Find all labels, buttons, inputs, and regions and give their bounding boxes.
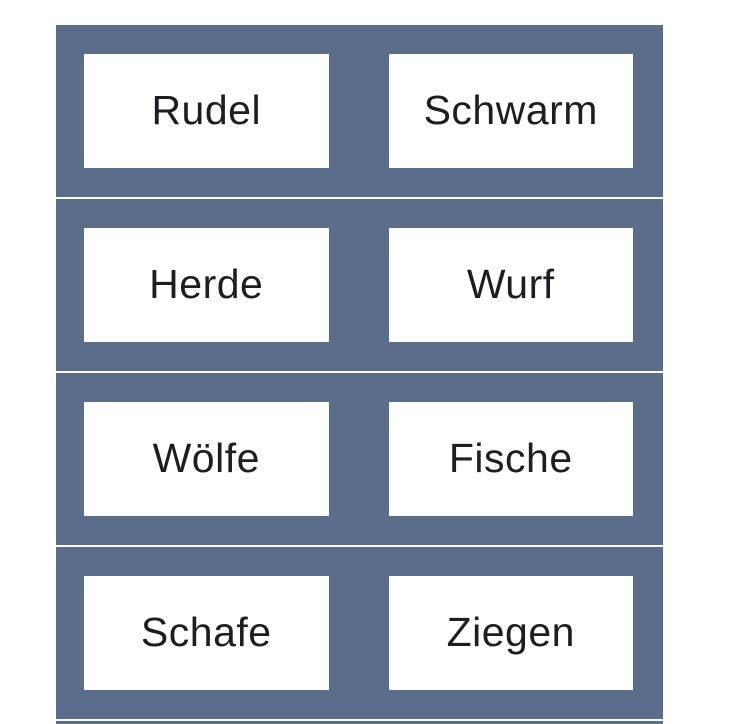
flashcard-label: Schafe: [140, 609, 272, 656]
flashcard-table: Rudel Schwarm Herde Wurf Wölfe Fische: [56, 25, 663, 724]
flashcard-label: Ziegen: [446, 609, 575, 656]
flashcard-label: Schwarm: [423, 87, 598, 134]
table-row-partial: [56, 721, 663, 724]
table-row: Rudel Schwarm: [56, 25, 663, 197]
flashcard-label: Wurf: [466, 261, 555, 308]
table-row: Schafe Ziegen: [56, 547, 663, 719]
flashcard-rudel[interactable]: Rudel: [84, 53, 329, 168]
flashcard-label: Herde: [149, 261, 264, 308]
flashcard-schafe[interactable]: Schafe: [84, 575, 329, 690]
flashcard-herde[interactable]: Herde: [84, 227, 329, 342]
table-row: Wölfe Fische: [56, 373, 663, 545]
flashcard-fische[interactable]: Fische: [388, 401, 633, 516]
flashcard-label: Wölfe: [152, 435, 260, 482]
flashcard-label: Fische: [448, 435, 573, 482]
flashcard-label: Rudel: [151, 87, 262, 134]
flashcard-schwarm[interactable]: Schwarm: [388, 53, 633, 168]
flashcard-wurf[interactable]: Wurf: [388, 227, 633, 342]
flashcard-woelfe[interactable]: Wölfe: [84, 401, 329, 516]
table-row: Herde Wurf: [56, 199, 663, 371]
flashcard-ziegen[interactable]: Ziegen: [388, 575, 633, 690]
